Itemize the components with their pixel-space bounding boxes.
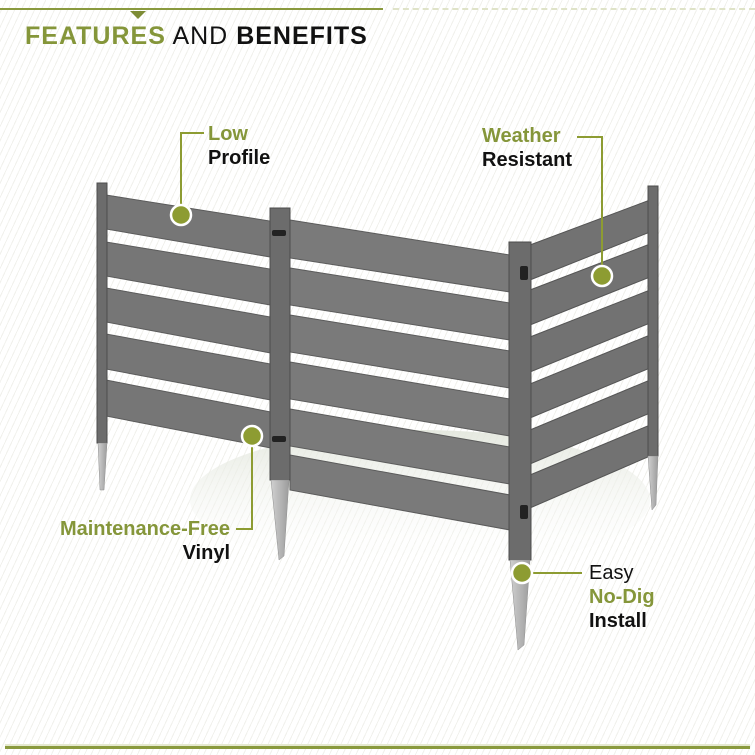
header-rule-dashed xyxy=(393,8,755,10)
callout-low-profile: Low Profile xyxy=(208,122,270,170)
callout-low-profile-line1: Low xyxy=(208,123,248,145)
callout-easy-line1: Easy xyxy=(589,562,634,584)
callout-weather-line2: Resistant xyxy=(482,149,573,171)
title-features: FEATURES xyxy=(25,22,166,50)
header-rule xyxy=(0,8,383,10)
callout-weather-line1: Weather xyxy=(482,125,561,147)
callout-maintenance-free: Maintenance-Free Vinyl xyxy=(46,517,230,565)
callout-low-profile-line2: Profile xyxy=(208,147,271,169)
callout-weather-resistant: Weather Resistant xyxy=(482,124,572,172)
page-title: FEATURES AND BENEFITS xyxy=(25,22,368,51)
title-benefits: BENEFITS xyxy=(236,22,368,50)
callout-easy-line2: No-Dig xyxy=(589,586,655,608)
header-notch-icon xyxy=(130,11,146,19)
callout-maintenance-line1: Maintenance-Free xyxy=(59,518,230,540)
footer-rule xyxy=(5,746,750,749)
title-and: AND xyxy=(172,22,229,50)
callout-easy-no-dig: Easy No-Dig Install xyxy=(589,561,655,633)
callout-maintenance-line2: Vinyl xyxy=(182,542,230,564)
callout-easy-line3: Install xyxy=(589,610,647,632)
